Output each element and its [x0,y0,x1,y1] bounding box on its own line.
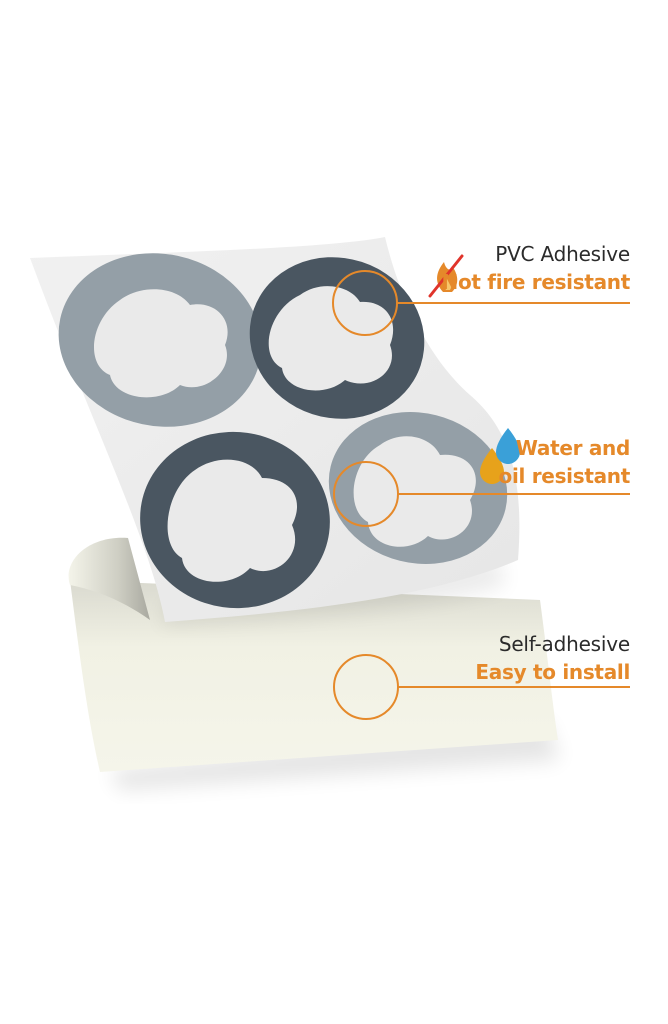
callout-pvc-detail: Not fire resistant [441,270,631,294]
backing-paper [70,580,558,772]
callout-adhesive-title: Self-adhesive [498,632,630,656]
tile-top-left [58,253,262,427]
water-oil-drops-icon [480,428,520,484]
callout-adhesive: Self-adhesive Easy to install [475,632,630,684]
callout-water-line1: Water and [515,436,630,460]
callout-water: Water and oil resistant [498,436,631,488]
callout-pvc: PVC Adhesive Not fire resistant [442,242,631,294]
callout-marker-pvc [332,270,630,336]
callout-pvc-title: PVC Adhesive [495,242,630,266]
no-fire-icon [428,254,464,298]
tile-bottom-left [140,431,330,609]
callout-marker-water [333,461,630,527]
callout-water-line2: oil resistant [498,464,631,488]
tile-top-right [249,257,425,419]
callout-marker-adhesive [333,654,630,720]
callout-adhesive-detail: Easy to install [475,660,630,684]
backing-curl [68,537,150,620]
